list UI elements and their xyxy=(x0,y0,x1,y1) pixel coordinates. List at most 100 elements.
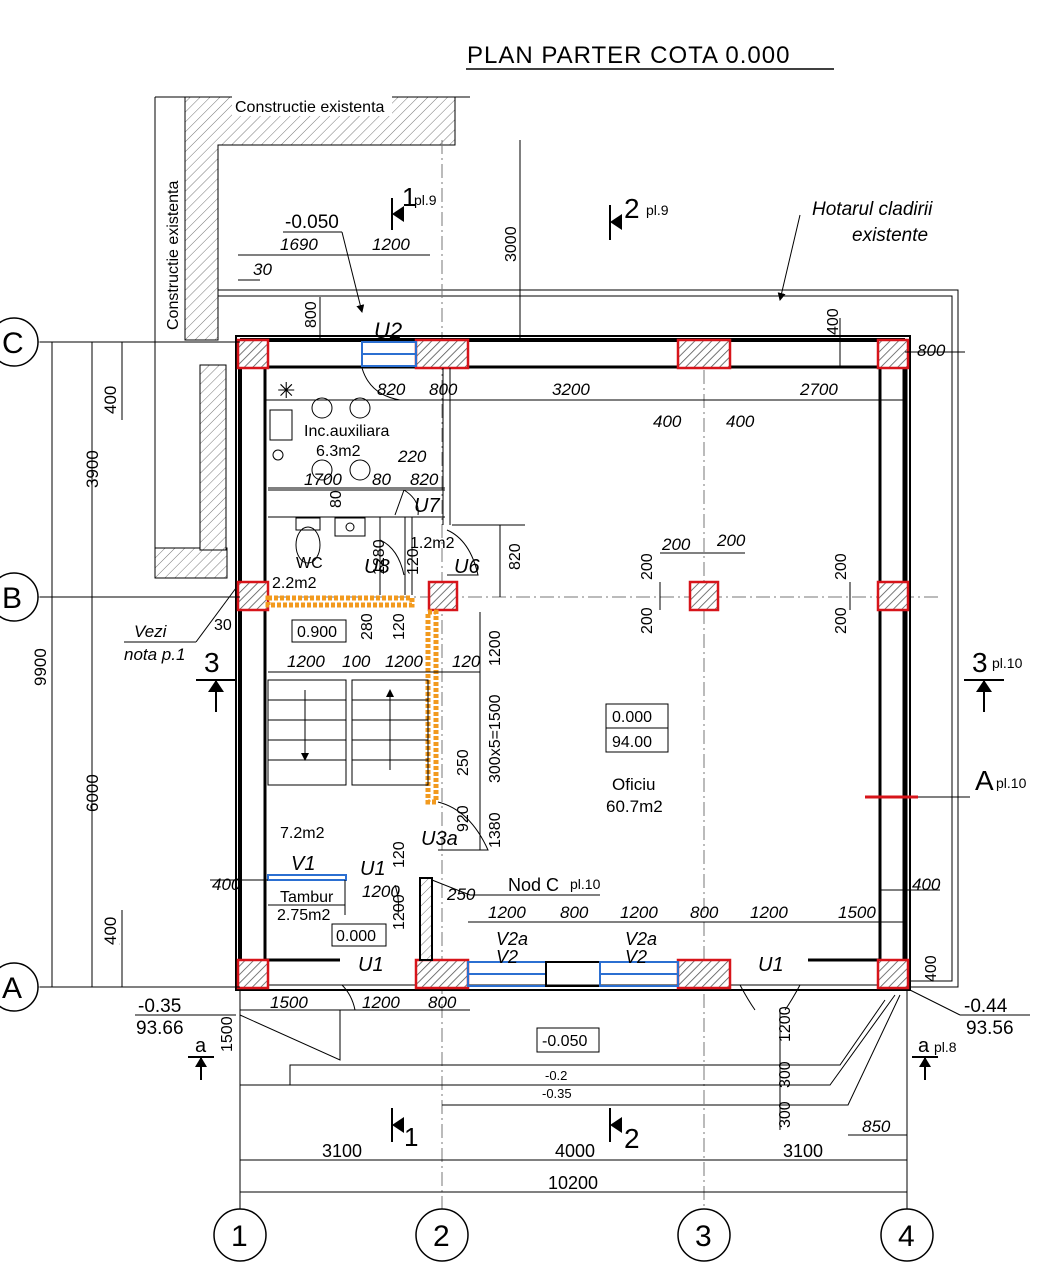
dim-820-v: 820 xyxy=(507,543,524,570)
section-3-right: 3 xyxy=(972,647,988,678)
dim-10200: 10200 xyxy=(548,1173,598,1193)
structural-columns xyxy=(236,338,910,990)
opening-v1: V1 xyxy=(291,853,315,875)
dim-800-v-top: 800 xyxy=(303,301,320,328)
column xyxy=(427,580,459,612)
dim-1200-s1: 1200 xyxy=(287,652,325,671)
dim-3000: 3000 xyxy=(503,226,520,262)
note-line-2: nota p.1 xyxy=(124,645,185,664)
column xyxy=(414,958,470,990)
level-step-2: -0.35 xyxy=(542,1086,572,1101)
dim-100: 100 xyxy=(342,652,371,671)
column xyxy=(236,958,270,990)
column xyxy=(236,580,270,612)
existing-top-label: Constructie existenta xyxy=(235,99,385,116)
dim-1200-tv: 1200 xyxy=(391,894,408,930)
dim-1200-s2: 1200 xyxy=(385,652,423,671)
dim-1200-l: 1200 xyxy=(362,993,400,1012)
exterior-steps xyxy=(239,994,901,1106)
building-boundary xyxy=(218,214,959,988)
opening-u1-entry: U1 xyxy=(358,954,384,976)
doors xyxy=(341,367,801,1011)
level-right-divider xyxy=(909,989,961,1016)
dim-1690: 1690 xyxy=(280,235,318,254)
dim-400-vl2: 400 xyxy=(101,917,120,945)
dim-280: 280 xyxy=(359,613,376,640)
opening-v2a-1: V2a xyxy=(496,929,528,949)
level-entry-top: -0.050 xyxy=(285,212,339,233)
column xyxy=(236,338,270,370)
column xyxy=(414,338,470,370)
dim-200-b: 200 xyxy=(716,531,746,550)
dim-1700: 1700 xyxy=(304,470,342,489)
column xyxy=(676,958,732,990)
dim-3900: 3900 xyxy=(83,450,102,488)
room-aux-area: 6.3m2 xyxy=(316,443,361,460)
dim-820: 820 xyxy=(377,380,406,399)
dim-300-b: 300 xyxy=(777,1101,794,1128)
room-wc-name: WC xyxy=(296,555,323,572)
dim-400-l2: 400 xyxy=(119,943,121,945)
dim-220: 220 xyxy=(397,447,427,466)
opening-u1-office: U1 xyxy=(758,954,784,976)
dim-1200-t: 1200 xyxy=(362,882,400,901)
section-3-left: 3 xyxy=(204,647,220,678)
boundary-label-2: existente xyxy=(852,225,928,246)
dim-400-a: 400 xyxy=(653,412,682,431)
dim-400-r1: 400 xyxy=(912,875,941,894)
level-right-abs: 93.56 xyxy=(966,1018,1014,1039)
dim-1380: 1380 xyxy=(487,812,504,848)
axis-label-3: 3 xyxy=(695,1220,712,1253)
dim-250-b: 250 xyxy=(446,885,476,904)
opening-u6: U6 xyxy=(454,556,480,578)
column xyxy=(876,580,910,612)
dim-1200-top: 1200 xyxy=(372,235,410,254)
axis-bubbles xyxy=(0,317,934,1262)
section-1-number: 1 xyxy=(402,182,416,212)
dim-850: 850 xyxy=(862,1117,891,1136)
dim-400-c: 400 xyxy=(825,308,842,335)
dim-800-a: 800 xyxy=(429,380,458,399)
section-1-ref: pl.9 xyxy=(414,192,437,208)
level-mid: 0.900 xyxy=(297,624,337,641)
fixtures xyxy=(269,397,371,564)
room-wc-area: 2.2m2 xyxy=(272,575,317,592)
dim-820-b: 820 xyxy=(410,470,439,489)
existing-label-box xyxy=(232,96,392,116)
dim-1280: 1280 xyxy=(371,539,388,575)
dim-800-r: 800 xyxy=(917,341,946,360)
node-ref: pl.10 xyxy=(570,876,601,892)
level-box-tambur xyxy=(331,923,387,947)
dim-9900: 9900 xyxy=(31,648,50,686)
dim-400-b: 400 xyxy=(726,412,755,431)
fan-icon: ✳ xyxy=(277,378,295,403)
dim-3100-a: 3100 xyxy=(322,1141,362,1161)
dim-120-c: 120 xyxy=(391,841,408,868)
dim-80-b: 80 xyxy=(372,470,391,489)
section-a-small-right-ref: pl.8 xyxy=(934,1039,957,1055)
boundary-label-1: Hotarul cladirii xyxy=(812,199,933,220)
column xyxy=(688,580,720,612)
windows xyxy=(267,341,679,987)
level-entry-top-leader xyxy=(341,231,365,313)
dim-200-f: 200 xyxy=(833,607,850,634)
dim-3200: 3200 xyxy=(552,380,590,399)
opening-v2-1: V2 xyxy=(496,947,518,967)
room-office-name: Oficiu xyxy=(612,775,655,794)
dim-1200-v: 1200 xyxy=(487,630,504,666)
section-1-bottom: 1 xyxy=(404,1122,418,1152)
opening-u1-tambur: U1 xyxy=(360,858,386,880)
column xyxy=(876,338,910,370)
level-left-abs: 93.66 xyxy=(136,1018,184,1039)
vertical-dims: 3000 800 400 3900 9900 6000 400 400 80 1… xyxy=(31,226,940,1128)
dim-300x5: 300x5=1500 xyxy=(487,694,504,783)
dim-6000: 6000 xyxy=(83,774,102,812)
dim-400-vl1: 400 xyxy=(101,386,120,414)
level-step-1: -0.2 xyxy=(545,1068,567,1083)
note-leader-2 xyxy=(195,587,237,643)
dim-1500-l: 1500 xyxy=(270,993,308,1012)
dim-30-b: 30 xyxy=(214,617,232,634)
node-leader xyxy=(431,879,471,896)
dim-1200-b2: 1200 xyxy=(620,903,658,922)
